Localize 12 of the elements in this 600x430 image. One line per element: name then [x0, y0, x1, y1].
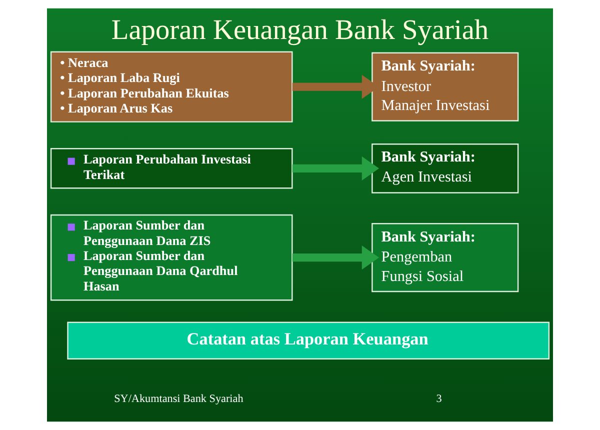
- label: SY/Akumtansi Bank Syariah: [114, 393, 244, 406]
- node-box: • Neraca • Laporan Laba Rugi • Laporan Perubahan Ekuitas • Laporan Arus Kas: [50, 51, 293, 122]
- node-box: Bank Syariah: Pengemban Fungsi Sosial: [372, 223, 519, 292]
- label: 3: [436, 393, 442, 406]
- arrow: [292, 156, 380, 180]
- node-box: Laporan Perubahan Investasi Terikat: [50, 148, 293, 189]
- arrow: [292, 246, 380, 270]
- diagram-title: Laporan Keuangan Bank Syariah: [111, 15, 489, 46]
- node-box: Catatan atas Laporan Keuangan: [67, 322, 550, 360]
- node-box: Bank Syariah: Agen Investasi: [372, 143, 519, 194]
- node-box: Laporan Sumber dan Penggunaan Dana ZIS Laporan Sumber dan Penggunaan Dana Qardhul Hasan: [50, 214, 293, 301]
- node-box: Bank Syariah: Investor Manajer Investasi: [372, 52, 519, 122]
